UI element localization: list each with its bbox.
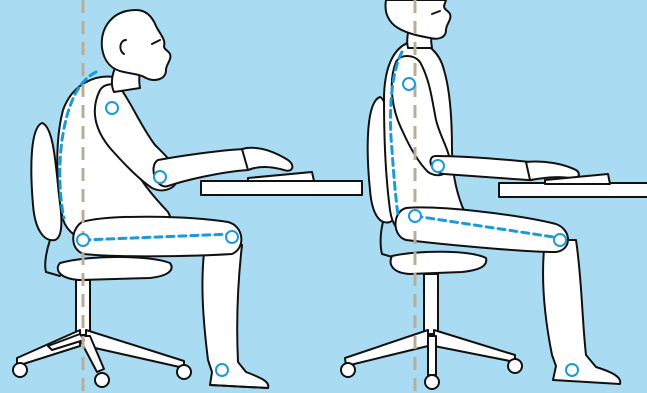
hip-joint-left <box>77 234 89 246</box>
ankle-joint-left <box>216 364 228 376</box>
knee-joint-left <box>226 231 238 243</box>
shoulder-joint-right <box>403 78 415 90</box>
hip-joint-right <box>409 210 421 222</box>
desk-left <box>201 181 362 195</box>
elbow-joint-right <box>432 160 444 172</box>
ankle-joint-right <box>566 364 578 376</box>
elbow-joint-left <box>154 171 166 183</box>
desk-right <box>499 183 647 197</box>
knee-joint-right <box>554 234 566 246</box>
shoulder-joint-left <box>106 102 118 114</box>
